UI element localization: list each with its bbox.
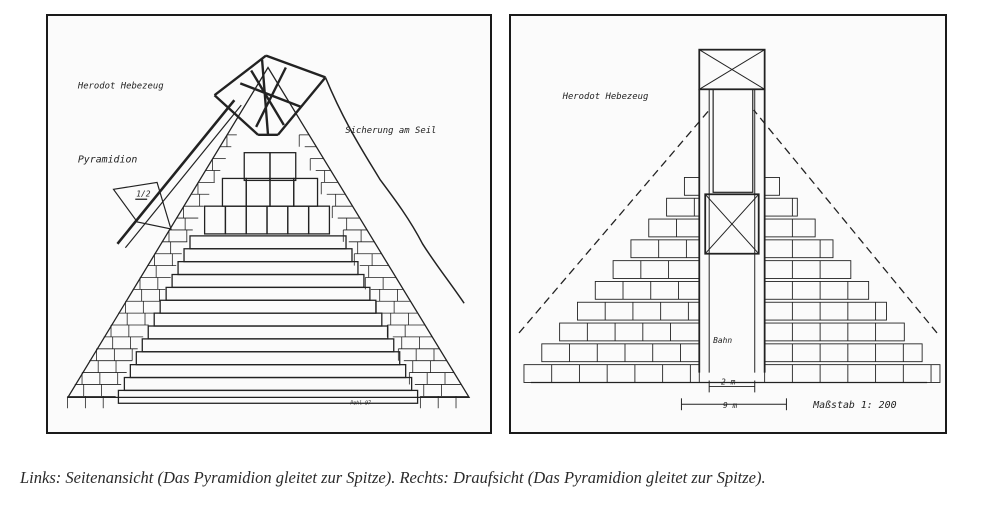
top-view-panel: Herodot Hebezeug Bahn 2 m 9 m Maßstab 1:… <box>509 14 947 434</box>
label-rope: Sicherung am Seil <box>345 126 436 136</box>
dimension-outer: 9 m <box>723 401 738 410</box>
dimension-lines <box>680 380 787 411</box>
label-device-left: Herodot Hebezeug <box>77 81 164 91</box>
side-view-panel: Herodot Hebezeug Pyramidion Sicherung am… <box>46 14 492 434</box>
side-view-drawing: Herodot Hebezeug Pyramidion Sicherung am… <box>66 54 471 409</box>
artist-signature: Pohl 97 <box>350 400 371 406</box>
label-track: Bahn <box>713 336 732 345</box>
pyramidion <box>112 181 172 230</box>
dimension-inner: 2 m <box>721 377 736 386</box>
safety-rope <box>324 77 465 304</box>
central-track <box>698 48 766 373</box>
dashed-slope-right <box>753 109 938 334</box>
scale-label: Maßstab 1: 200 <box>812 400 896 411</box>
dashed-slope-left <box>518 109 710 334</box>
label-fraction: 1/2 <box>136 189 151 198</box>
label-device-right: Herodot Hebezeug <box>562 92 649 102</box>
stepped-courses <box>523 177 941 383</box>
central-stairway <box>117 235 419 404</box>
flank-masonry <box>67 134 469 409</box>
lifting-device <box>213 54 327 137</box>
figure-caption: Links: Seitenansicht (Das Pyramidion gle… <box>20 468 766 487</box>
pyramid-outline <box>66 66 471 398</box>
top-view-drawing: Herodot Hebezeug Bahn 2 m 9 m Maßstab 1:… <box>518 48 941 411</box>
upper-block-grid <box>203 152 331 235</box>
label-pyramidion: Pyramidion <box>78 155 138 166</box>
